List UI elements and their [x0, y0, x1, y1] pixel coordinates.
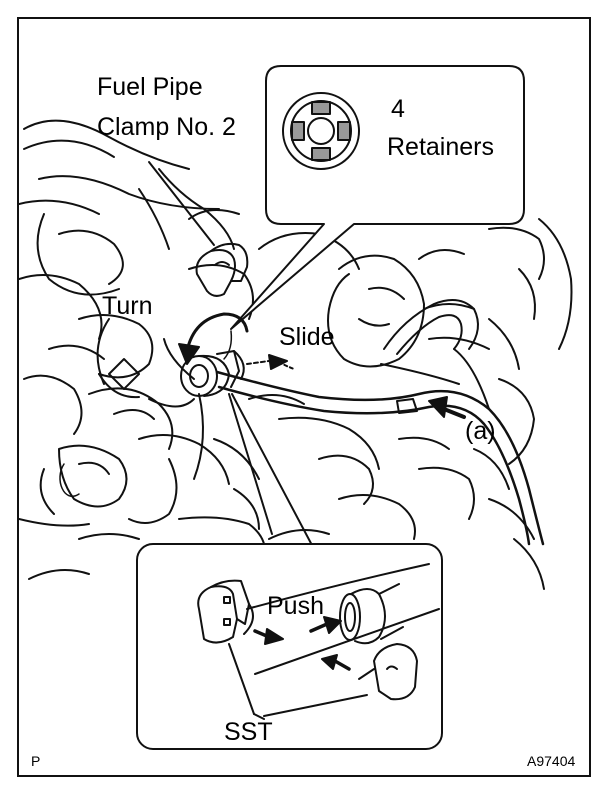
arrow-a-icon [396, 396, 466, 419]
retainer-callout [230, 65, 525, 330]
sst-tool-right [358, 643, 418, 701]
retainer-icon [282, 92, 360, 170]
clamp-leader-line [148, 161, 215, 246]
a-label: (a) [465, 417, 496, 445]
sst-pipe [246, 563, 440, 675]
engine-illustration [19, 65, 573, 750]
pipe-connector [180, 350, 245, 397]
corner-letter: P [31, 753, 41, 769]
sst-label: SST [224, 718, 273, 746]
sst-label-leaders [228, 643, 368, 720]
figure-id: A97404 [527, 753, 576, 769]
sst-tool-left [197, 579, 254, 644]
retainers-count: 4 [391, 95, 405, 123]
clamp-label-line1: Fuel Pipe [97, 73, 203, 101]
slide-label: Slide [279, 323, 335, 351]
retainers-label: Retainers [387, 133, 494, 161]
push-label: Push [267, 592, 324, 620]
figure-frame: Fuel Pipe Clamp No. 2 4 Retainers Turn S… [17, 17, 591, 777]
engine-background [19, 119, 573, 590]
turn-arrow-icon [178, 312, 249, 365]
sst-callout-leaders [228, 393, 315, 550]
slide-arrow-icon [246, 354, 295, 370]
sst-callout [136, 543, 443, 750]
clamp-label-line2: Clamp No. 2 [97, 113, 236, 141]
push-arrow-icon [253, 616, 351, 671]
fuel-pipe-clamp-part [195, 242, 249, 297]
turn-label: Turn [102, 292, 153, 320]
